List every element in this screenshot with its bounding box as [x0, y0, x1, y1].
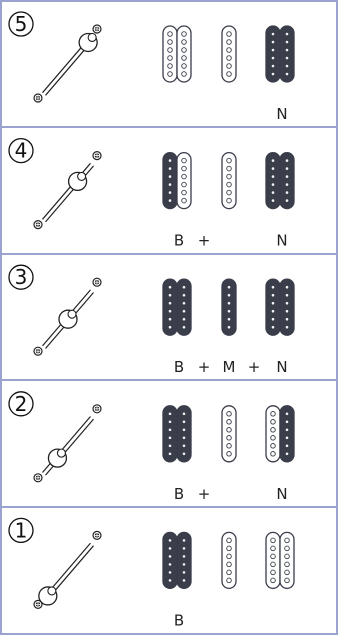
screw-icon [33, 473, 43, 483]
middle-pickup [221, 278, 237, 336]
switch-position-row: 2B + N [8, 391, 295, 503]
position-number: 1 [15, 518, 28, 542]
label-bridge: B [174, 358, 184, 376]
position-number: 3 [15, 265, 28, 289]
screw-icon [33, 599, 43, 610]
selector-switch-icon [42, 289, 94, 349]
switch-position-row: 5N [8, 11, 295, 123]
neck-pickup [265, 531, 295, 590]
screw-icon [33, 346, 43, 356]
middle-pickup [221, 25, 237, 83]
pickup-coil [176, 151, 192, 210]
neck-pickup [265, 25, 295, 83]
neck-pickup [265, 278, 295, 336]
selector-switch-icon [42, 416, 94, 476]
screw-icon [33, 220, 43, 230]
pickup-coil [265, 151, 281, 210]
middle-pickup [221, 151, 237, 210]
pickup-coil [265, 278, 281, 336]
screw-icon [92, 530, 102, 541]
pickup-coil [265, 405, 281, 463]
bridge-pickup [162, 531, 192, 590]
label-neck: N [276, 358, 287, 376]
screw-icon [92, 277, 102, 287]
pickup-coil [162, 278, 178, 336]
pickup-coil [176, 405, 192, 463]
screw-icon [92, 404, 102, 414]
position-number: 5 [15, 12, 28, 36]
position-number-badge: 5 [8, 11, 34, 37]
selector-switch-icon [42, 162, 94, 223]
label-neck: N [276, 485, 287, 503]
switch-position-row: 4B + N [8, 137, 295, 250]
position-number-badge: 1 [8, 517, 34, 544]
pickup-coil [176, 25, 192, 83]
position-number: 4 [15, 139, 28, 163]
middle-pickup [221, 531, 237, 590]
pickup-coil [279, 151, 295, 210]
screw-icon [33, 93, 43, 103]
pickup-coil [279, 25, 295, 83]
pickup-coil [279, 405, 295, 463]
pickup-coil [176, 531, 192, 590]
position-number-badge: 2 [8, 391, 34, 417]
label-bridge: B [174, 232, 184, 250]
pickup-coil [162, 531, 178, 590]
label-middle: M [223, 358, 236, 376]
screw-icon [92, 151, 102, 161]
pickup-coil [265, 531, 281, 590]
label-bridge: B [174, 485, 184, 503]
middle-pickup [221, 405, 237, 463]
label-plus: + [248, 358, 261, 376]
neck-pickup [265, 151, 295, 210]
label-neck: N [276, 232, 287, 250]
position-number: 2 [15, 392, 28, 416]
position-number-badge: 3 [8, 264, 34, 290]
screw-icon [92, 24, 102, 34]
label-plus: + [198, 485, 211, 503]
label-plus: + [198, 232, 211, 250]
bridge-pickup [162, 278, 192, 336]
label-bridge: B [174, 611, 184, 629]
pickup-coil [279, 278, 295, 336]
pickup-coil [162, 151, 178, 210]
bridge-pickup [162, 25, 192, 83]
neck-pickup [265, 405, 295, 463]
selector-switch-icon [38, 542, 94, 606]
pickup-coil [162, 405, 178, 463]
switch-position-row: 3B + M + N [8, 264, 295, 376]
position-number-badge: 4 [8, 137, 34, 164]
selector-switch-icon [42, 32, 98, 96]
pickup-coil [279, 531, 295, 590]
label-plus: + [198, 358, 211, 376]
switch-position-row: 1B [8, 517, 295, 629]
label-neck: N [276, 105, 287, 123]
bridge-pickup [162, 151, 192, 210]
pickup-coil [265, 25, 281, 83]
pickup-coil [176, 278, 192, 336]
pickup-coil [162, 25, 178, 83]
bridge-pickup [162, 405, 192, 463]
